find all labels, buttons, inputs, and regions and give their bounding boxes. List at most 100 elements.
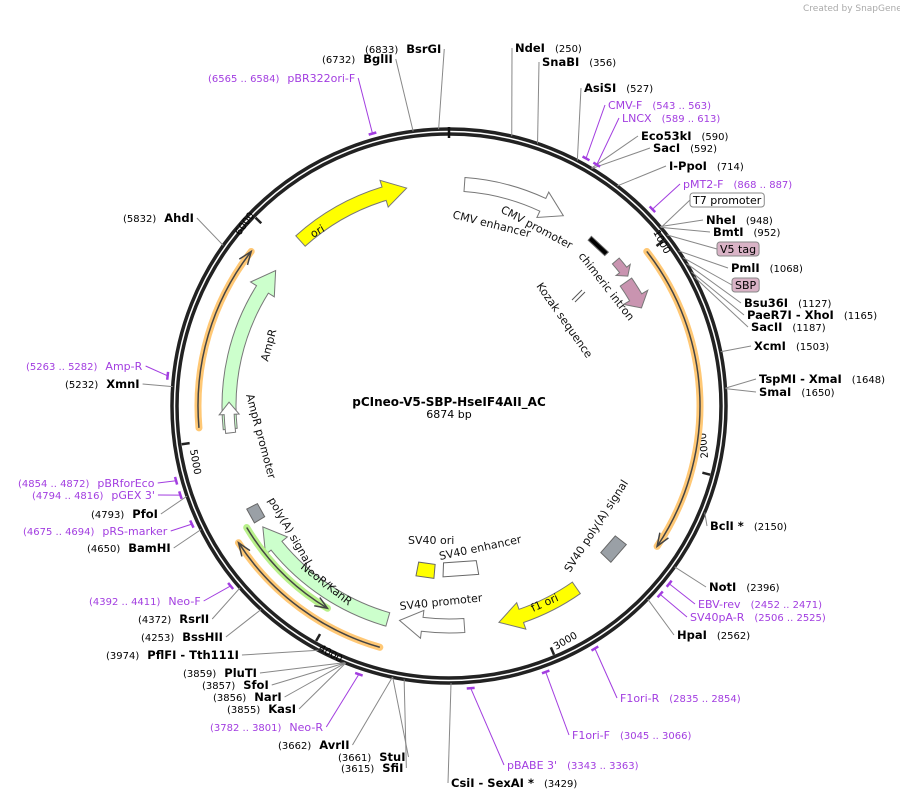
feature-tag-sbp[interactable]: SBP [731, 277, 760, 293]
site-label[interactable]: (6833)BsrGI [365, 42, 441, 56]
enzyme-name: BglII [363, 52, 393, 66]
enzyme-name: HpaI [677, 628, 707, 642]
feature-ori[interactable] [295, 179, 408, 247]
primer-label[interactable]: LNCX(589 .. 613) [622, 112, 720, 125]
site-label[interactable]: (5832)AhdI [123, 211, 194, 225]
primer-range: (4854 .. 4872) [18, 479, 90, 490]
primer-label[interactable]: (5263 .. 5282)Amp-R [26, 360, 143, 373]
label-connector [392, 677, 410, 758]
primer-label[interactable]: pBABE 3'(3343 .. 3363) [507, 759, 639, 772]
feature-neor-orf-outer[interactable] [234, 539, 384, 651]
site-position: (1187) [792, 323, 825, 334]
primer-label[interactable]: (3782 .. 3801)Neo-R [210, 721, 323, 734]
feature-sbp[interactable] [619, 277, 649, 309]
enzyme-name: NheI [706, 213, 736, 227]
site-label[interactable]: (3856)NarI [213, 690, 282, 704]
site-position: (2150) [754, 522, 787, 533]
feature-sv40-enhancer[interactable] [442, 560, 480, 578]
site-label[interactable]: BclI *(2150) [710, 519, 787, 533]
site-label[interactable]: NheI(948) [706, 213, 773, 227]
site-label[interactable]: (3974)PflFI - Tth111I [106, 648, 239, 662]
site-label[interactable]: BmtI(952) [713, 225, 781, 239]
primer-label[interactable]: (4392 .. 4411)Neo-F [89, 595, 201, 608]
feature-tag-v5-tag[interactable]: V5 tag [716, 241, 760, 257]
site-label[interactable]: TspMI - XmaI(1648) [759, 372, 885, 386]
enzyme-name: AhdI [164, 211, 194, 225]
site-label[interactable]: CsiI - SexAI *(3429) [451, 776, 577, 790]
feature-polya-signal[interactable] [246, 502, 266, 524]
enzyme-name: PflFI - Tth111I [147, 648, 239, 662]
site-label[interactable]: (3662)AvrII [278, 738, 349, 752]
site-label[interactable]: (3857)SfoI [202, 678, 269, 692]
primer-label[interactable]: F1ori-F(3045 .. 3066) [572, 729, 691, 742]
site-label[interactable]: SacI(592) [653, 141, 717, 155]
primer-label[interactable]: (4675 .. 4694)pRS-marker [23, 525, 168, 538]
primer-name: pRS-marker [102, 525, 167, 538]
site-label[interactable]: PmlI(1068) [731, 261, 803, 275]
feature-v5-tag[interactable] [611, 257, 632, 277]
site-label[interactable]: Eco53kI(590) [641, 129, 729, 143]
enzyme-name: SnaBI [542, 55, 579, 69]
site-label[interactable]: (4372)RsrII [138, 612, 209, 626]
site-label[interactable]: SnaBI (356) [542, 55, 616, 69]
site-label[interactable]: XcmI(1503) [754, 339, 829, 353]
site-label[interactable]: SacII(1187) [751, 320, 826, 334]
primer-label[interactable]: F1ori-R(2835 .. 2854) [620, 692, 741, 705]
primer-label[interactable]: (4794 .. 4816)pGEX 3' [32, 489, 155, 502]
enzyme-name: Eco53kI [641, 129, 692, 143]
primer-label[interactable]: SV40pA-R(2506 .. 2525) [690, 611, 826, 624]
site-label[interactable]: NotI(2396) [709, 580, 780, 594]
primer-name: Neo-F [168, 595, 200, 608]
site-label[interactable]: AsiSI(527) [584, 81, 653, 95]
site-label[interactable]: SmaI(1650) [759, 385, 835, 399]
feature-ampr-orf[interactable] [194, 247, 255, 432]
label-connector [357, 77, 373, 134]
feature-label-kozak: Kozak sequence [534, 280, 596, 360]
feature-sv40-ori[interactable] [415, 561, 436, 579]
label-connector [241, 649, 319, 656]
site-label[interactable]: Bsu36I(1127) [744, 296, 831, 310]
site-label[interactable]: (4793)PfoI [91, 507, 158, 521]
site-label[interactable]: PaeR7I - XhoI(1165) [747, 308, 877, 322]
primer-label[interactable]: pMT2-F(868 .. 887) [683, 178, 792, 191]
feature-neor-kanr[interactable] [262, 526, 391, 627]
site-position: (952) [754, 228, 781, 239]
site-label[interactable]: (5232)XmnI [65, 377, 140, 391]
snapgene-credit: Created by SnapGene [803, 4, 900, 14]
feature-neor-orf[interactable] [243, 524, 331, 612]
feature-tag-t7-promoter[interactable]: T7 promoter [689, 192, 765, 208]
primer-range: (2835 .. 2854) [669, 694, 741, 705]
enzyme-name: BamHI [128, 541, 170, 555]
site-label[interactable]: (3859)PluTI [183, 666, 257, 680]
feature-sv40-promoter[interactable] [398, 609, 466, 640]
site-label[interactable]: (6732)BglII [322, 52, 393, 66]
primer-label[interactable]: CMV-F(543 .. 563) [608, 99, 711, 112]
feature-f1-ori[interactable] [498, 581, 582, 630]
feature-chimeric-intron[interactable] [587, 235, 610, 257]
site-label[interactable]: I-PpoI(714) [669, 159, 744, 173]
site-label[interactable]: (3661)StuI [338, 750, 406, 764]
site-label[interactable]: (4253)BssHII [141, 630, 223, 644]
enzyme-name: StuI [379, 750, 405, 764]
site-label[interactable]: (3855)KasI [227, 702, 296, 716]
feature-sv40-polya[interactable] [600, 535, 628, 564]
site-label[interactable]: (4650)BamHI [87, 541, 171, 555]
primer-name: Amp-R [105, 360, 142, 373]
site-position: (1648) [852, 375, 885, 386]
site-label[interactable]: HpaI(2562) [677, 628, 750, 642]
feature-cmv-enhancer-promoter[interactable] [463, 177, 565, 219]
primer-range: (2506 .. 2525) [754, 613, 826, 624]
primer-binding-mark [665, 579, 673, 588]
feature-ampr-promoter[interactable] [218, 401, 241, 434]
primer-label[interactable]: (6565 .. 6584)pBR322ori-F [208, 72, 355, 85]
enzyme-name: SfoI [243, 678, 268, 692]
feature-ampr[interactable] [221, 269, 277, 431]
site-position: (356) [589, 58, 616, 69]
label-connector [145, 365, 168, 377]
primer-label[interactable]: (4854 .. 4872)pBRforEco [18, 477, 155, 490]
feature-orf[interactable] [643, 247, 704, 550]
label-connector [196, 217, 224, 246]
site-label[interactable]: (3615)SfiI [341, 761, 403, 775]
site-label[interactable]: NdeI(250) [515, 41, 582, 55]
primer-label[interactable]: EBV-rev(2452 .. 2471) [698, 598, 822, 611]
